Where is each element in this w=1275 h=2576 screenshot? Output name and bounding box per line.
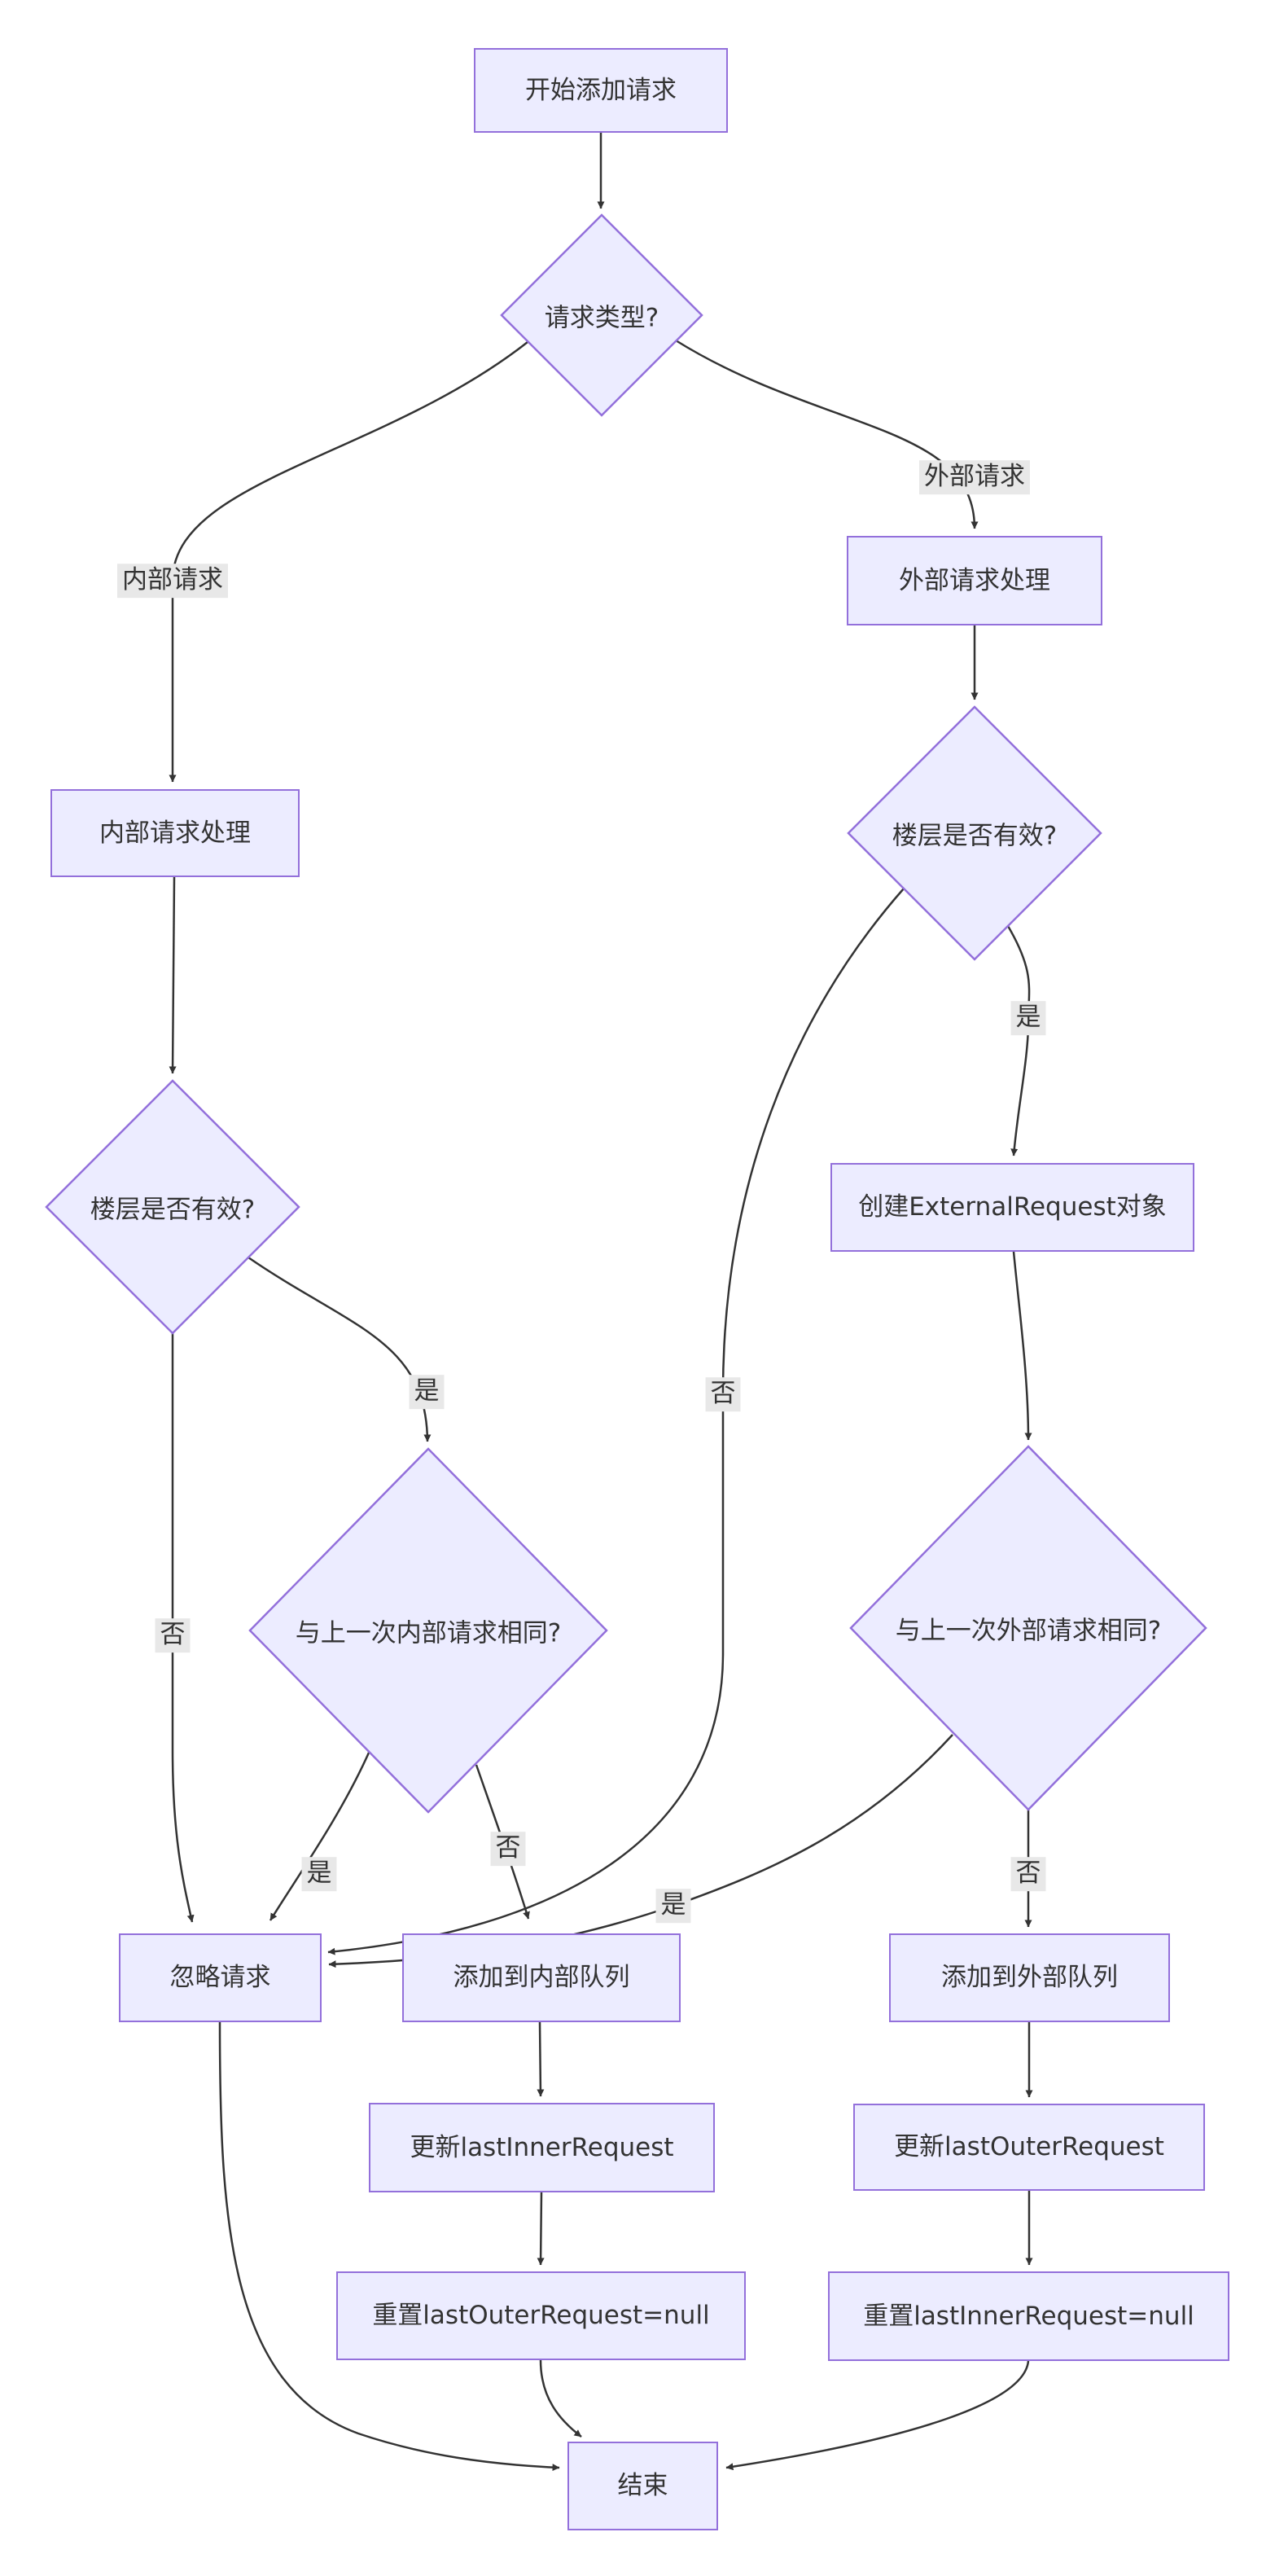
- node-inner-same-label: 与上一次内部请求相同?: [295, 1618, 562, 1648]
- edge-innerproc-to-innervalid: [169, 876, 177, 1074]
- edge-label-outer-request: 外部请求: [919, 460, 1030, 494]
- edge-addinner-to-updinner: [537, 2021, 545, 2097]
- node-inner-same-shape: [248, 1447, 608, 1814]
- node-outer-same-label: 与上一次外部请求相同?: [895, 1616, 1162, 1646]
- node-reset-inner-label: 重置lastInnerRequest=null: [863, 2301, 1194, 2331]
- edge-label-no-outer-same: 否: [1010, 1857, 1046, 1891]
- node-inner-proc-label: 内部请求处理: [99, 818, 251, 848]
- edge-ignore-to-end: [218, 2021, 560, 2472]
- node-reset-outer: 重置lastOuterRequest=null: [336, 2271, 746, 2360]
- node-outer-valid-shape: [847, 705, 1102, 961]
- edge-label-yes-outer-same: 是: [655, 1889, 691, 1923]
- node-add-outer: 添加到外部队列: [889, 1933, 1170, 2022]
- edge-label-no-outer-valid: 否: [705, 1377, 741, 1411]
- diamond-shapes: [45, 213, 1207, 1814]
- edge-label-yes-inner-same: 是: [301, 1857, 337, 1891]
- edge-label-inner-request: 内部请求: [117, 564, 228, 598]
- edge-label-no-inner-same: 否: [490, 1832, 526, 1866]
- node-req-type-shape: [500, 213, 703, 417]
- node-outer-proc-label: 外部请求处理: [899, 565, 1050, 595]
- node-ignore-label: 忽略请求: [169, 1963, 271, 1993]
- edge-outervalid-to-createext: [1006, 925, 1031, 1156]
- edge-innervalid-to-ignore: [171, 1333, 195, 1923]
- node-ignore: 忽略请求: [119, 1933, 322, 2022]
- node-upd-inner: 更新lastInnerRequest: [369, 2103, 715, 2192]
- node-start-label: 开始添加请求: [525, 75, 677, 105]
- node-outer-proc: 外部请求处理: [847, 536, 1102, 625]
- edge-resetouter-to-end: [539, 2359, 582, 2438]
- node-inner-valid-label: 楼层是否有效?: [90, 1195, 256, 1225]
- edge-innersame-to-ignore: [269, 1752, 370, 1921]
- node-end: 结束: [567, 2442, 718, 2530]
- edge-label-yes-inner-valid: 是: [409, 1375, 445, 1409]
- node-upd-outer-label: 更新lastOuterRequest: [894, 2132, 1164, 2162]
- node-start: 开始添加请求: [474, 48, 728, 133]
- node-end-label: 结束: [617, 2471, 668, 2501]
- node-upd-outer: 更新lastOuterRequest: [853, 2104, 1205, 2191]
- node-add-inner: 添加到内部队列: [402, 1933, 681, 2022]
- node-inner-valid-shape: [45, 1079, 300, 1335]
- edge-label-no-inner-valid: 否: [155, 1618, 191, 1652]
- node-outer-same-shape: [849, 1445, 1207, 1811]
- node-inner-proc: 内部请求处理: [50, 789, 300, 877]
- node-create-ext: 创建ExternalRequest对象: [830, 1163, 1194, 1252]
- edge-reqtype-to-innerproc: [169, 341, 528, 783]
- edge-reqtype-to-outerproc: [675, 339, 979, 529]
- node-reset-inner: 重置lastInnerRequest=null: [828, 2271, 1229, 2361]
- node-add-outer-label: 添加到外部队列: [941, 1963, 1118, 1993]
- node-add-inner-label: 添加到内部队列: [453, 1963, 630, 1993]
- node-req-type-label: 请求类型?: [544, 303, 659, 333]
- node-create-ext-label: 创建ExternalRequest对象: [858, 1192, 1167, 1222]
- edge-label-yes-outer-valid: 是: [1010, 1001, 1046, 1035]
- edge-innervalid-to-innersame: [248, 1256, 432, 1442]
- edge-resetinner-to-end: [725, 2360, 1030, 2471]
- node-outer-valid-label: 楼层是否有效?: [892, 821, 1058, 851]
- edge-createext-to-outersame: [1012, 1251, 1032, 1441]
- node-upd-inner-label: 更新lastInnerRequest: [410, 2132, 674, 2162]
- node-reset-outer-label: 重置lastOuterRequest=null: [372, 2301, 710, 2331]
